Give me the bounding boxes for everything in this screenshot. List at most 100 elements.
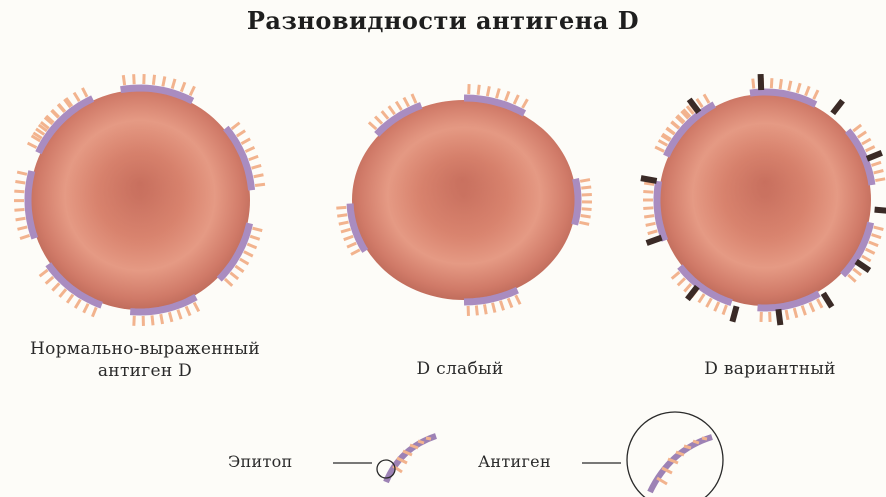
epitope — [802, 306, 805, 315]
epitope — [874, 227, 884, 229]
epitope — [794, 308, 797, 318]
epitope — [581, 187, 591, 188]
epitope — [254, 175, 264, 177]
epitope — [67, 295, 73, 303]
epitope — [163, 76, 165, 86]
epitope — [644, 183, 654, 184]
variant-epitope — [867, 153, 882, 159]
epitope — [487, 86, 489, 96]
epitope — [339, 222, 349, 224]
epitope — [872, 235, 882, 238]
epitope — [771, 78, 772, 88]
epitope — [341, 229, 351, 232]
epitope — [508, 298, 512, 307]
epitope — [28, 143, 37, 148]
epitope — [655, 147, 664, 151]
cell-dimple — [689, 124, 841, 252]
cell-weak-d — [336, 84, 592, 316]
epitope — [806, 86, 810, 95]
epitope — [17, 227, 27, 229]
epitope — [780, 79, 781, 89]
legend-antigen — [582, 412, 723, 497]
cell-weak-d-label: D слабый — [370, 358, 550, 380]
epitope — [337, 215, 347, 216]
epitope — [579, 222, 589, 224]
epitope — [853, 269, 861, 275]
epitope — [369, 122, 376, 129]
epitope — [245, 147, 254, 151]
epitope — [241, 139, 250, 144]
label-line: антиген D — [0, 360, 290, 382]
epitope — [75, 299, 80, 308]
epitope — [874, 170, 884, 172]
epitope — [161, 314, 163, 324]
epitope — [14, 209, 24, 210]
cell-variant-d-label: D вариантный — [670, 358, 870, 380]
cell-dimple — [62, 122, 218, 258]
epitope — [123, 75, 124, 85]
epitope — [134, 74, 135, 84]
epitope — [351, 250, 360, 255]
epitope — [699, 294, 704, 302]
epitope — [82, 88, 87, 97]
cell-normal — [14, 74, 265, 326]
epitope — [505, 91, 509, 100]
epitope — [869, 242, 878, 246]
legend-epitope-label: Эпитоп — [228, 452, 293, 471]
epitope — [715, 302, 719, 311]
epitope — [237, 131, 245, 137]
epitope — [476, 305, 477, 315]
epitope — [181, 82, 185, 91]
epitope — [648, 231, 658, 234]
epitope — [344, 236, 353, 239]
epitope — [17, 172, 27, 174]
epitope — [789, 81, 791, 91]
epitope — [875, 179, 885, 181]
epitope — [382, 111, 388, 119]
epitope — [497, 88, 500, 98]
epitope — [581, 216, 591, 217]
epitope — [230, 273, 238, 279]
epitope — [244, 252, 253, 256]
cell-dimple — [382, 124, 542, 248]
epitope — [347, 243, 356, 247]
epitope — [693, 441, 699, 443]
epitope — [404, 98, 409, 107]
antigen-fragment — [386, 436, 436, 482]
epitope — [866, 147, 875, 151]
label-line: Нормально-выраженный — [0, 338, 290, 360]
epitope — [225, 279, 232, 286]
epitope — [375, 117, 382, 124]
variant-epitope — [778, 309, 780, 325]
epitope — [235, 266, 243, 272]
epitope — [152, 315, 153, 325]
variant-epitope — [823, 293, 831, 307]
antigen-membrane — [575, 179, 578, 225]
variant-epitope — [833, 101, 843, 114]
epitope — [250, 236, 260, 239]
epitope — [500, 301, 503, 311]
variant-epitope — [732, 306, 736, 321]
epitope — [15, 182, 25, 183]
epitope — [389, 106, 395, 114]
epitope — [862, 256, 871, 261]
variant-epitope — [875, 210, 886, 211]
epitope — [252, 165, 262, 168]
epitope — [46, 277, 53, 284]
cell-normal-label: Нормально-выраженный антиген D — [0, 338, 290, 382]
epitope — [16, 218, 26, 220]
antigen-fragment — [650, 437, 712, 492]
epitope — [493, 303, 495, 313]
variant-epitope — [647, 238, 662, 243]
epitope — [232, 123, 240, 129]
epitope — [84, 304, 88, 313]
epitope — [240, 259, 249, 264]
epitope — [396, 102, 401, 110]
epitope — [702, 438, 707, 439]
epitope — [20, 235, 30, 238]
legend-antigen-label: Антиген — [478, 452, 551, 471]
epitope — [644, 216, 654, 217]
epitope — [797, 83, 800, 93]
epitope — [478, 85, 479, 95]
